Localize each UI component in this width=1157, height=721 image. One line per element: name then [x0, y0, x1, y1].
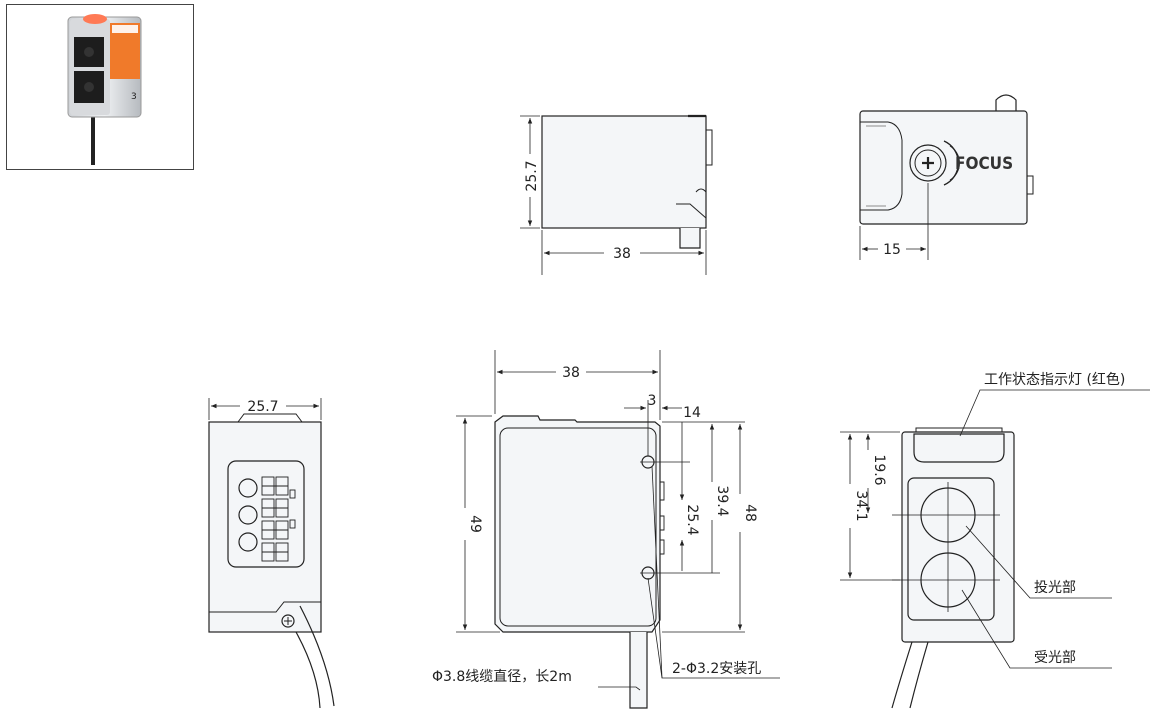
indicator-led — [83, 14, 107, 24]
side-view — [520, 114, 713, 275]
lens-view-body — [901, 431, 1015, 643]
holes-note: 2-Φ3.2安装孔 — [672, 661, 761, 677]
button-1 — [238, 478, 258, 498]
lens-dim-small: 19.6 — [871, 454, 887, 485]
total-height-dim: 48 — [742, 504, 758, 522]
front-offset2-dim: 14 — [683, 405, 701, 421]
hole-top-dim: 39.4 — [714, 485, 730, 516]
lens-dim-large: 34.1 — [853, 490, 869, 521]
display-panel — [227, 460, 305, 568]
front-height-dim: 49 — [467, 515, 483, 533]
receiver-label: 受光部 — [1034, 650, 1076, 666]
product-photo-frame: 3 — [6, 4, 194, 170]
front-view — [456, 350, 780, 709]
label-strip — [112, 25, 138, 33]
lens-view-cable — [891, 641, 929, 709]
lens-window — [907, 477, 995, 621]
side-view-body — [541, 115, 707, 229]
top-view-led — [995, 94, 1017, 111]
indicator-note: 工作状态指示灯 (红色) — [984, 371, 1125, 388]
back-view — [208, 398, 335, 709]
seven-seg-display — [261, 476, 296, 562]
button-2 — [238, 505, 258, 525]
side-number: 3 — [131, 92, 137, 102]
focus-label: FOCUS — [955, 154, 1013, 174]
side-view-cable — [679, 228, 701, 249]
top-offset-dim: 15 — [883, 242, 901, 258]
hole-spacing-dim: 25.4 — [684, 504, 700, 535]
receiver-lens — [84, 82, 94, 92]
front-offset-dim: 3 — [648, 393, 657, 409]
cable — [91, 113, 95, 165]
emitter-label: 投光部 — [1034, 580, 1076, 596]
top-view — [859, 94, 1034, 260]
front-width-dim: 38 — [562, 365, 580, 381]
front-view-body — [494, 415, 661, 633]
side-height-dim: 25.7 — [524, 160, 540, 191]
indicator-window — [913, 433, 1005, 463]
cable-note: Φ3.8线缆直径，长2m — [432, 668, 572, 685]
button-3 — [238, 532, 258, 552]
back-view-cable — [295, 605, 335, 709]
lens-view — [840, 389, 1150, 709]
side-width-dim: 38 — [613, 246, 631, 262]
emitter-lens — [84, 47, 94, 57]
product-photo: 3 — [67, 14, 142, 165]
focus-knob-outer — [909, 144, 947, 182]
back-width-dim: 25.7 — [247, 399, 278, 415]
front-view-cable — [629, 632, 648, 709]
ground-screw — [281, 614, 295, 628]
